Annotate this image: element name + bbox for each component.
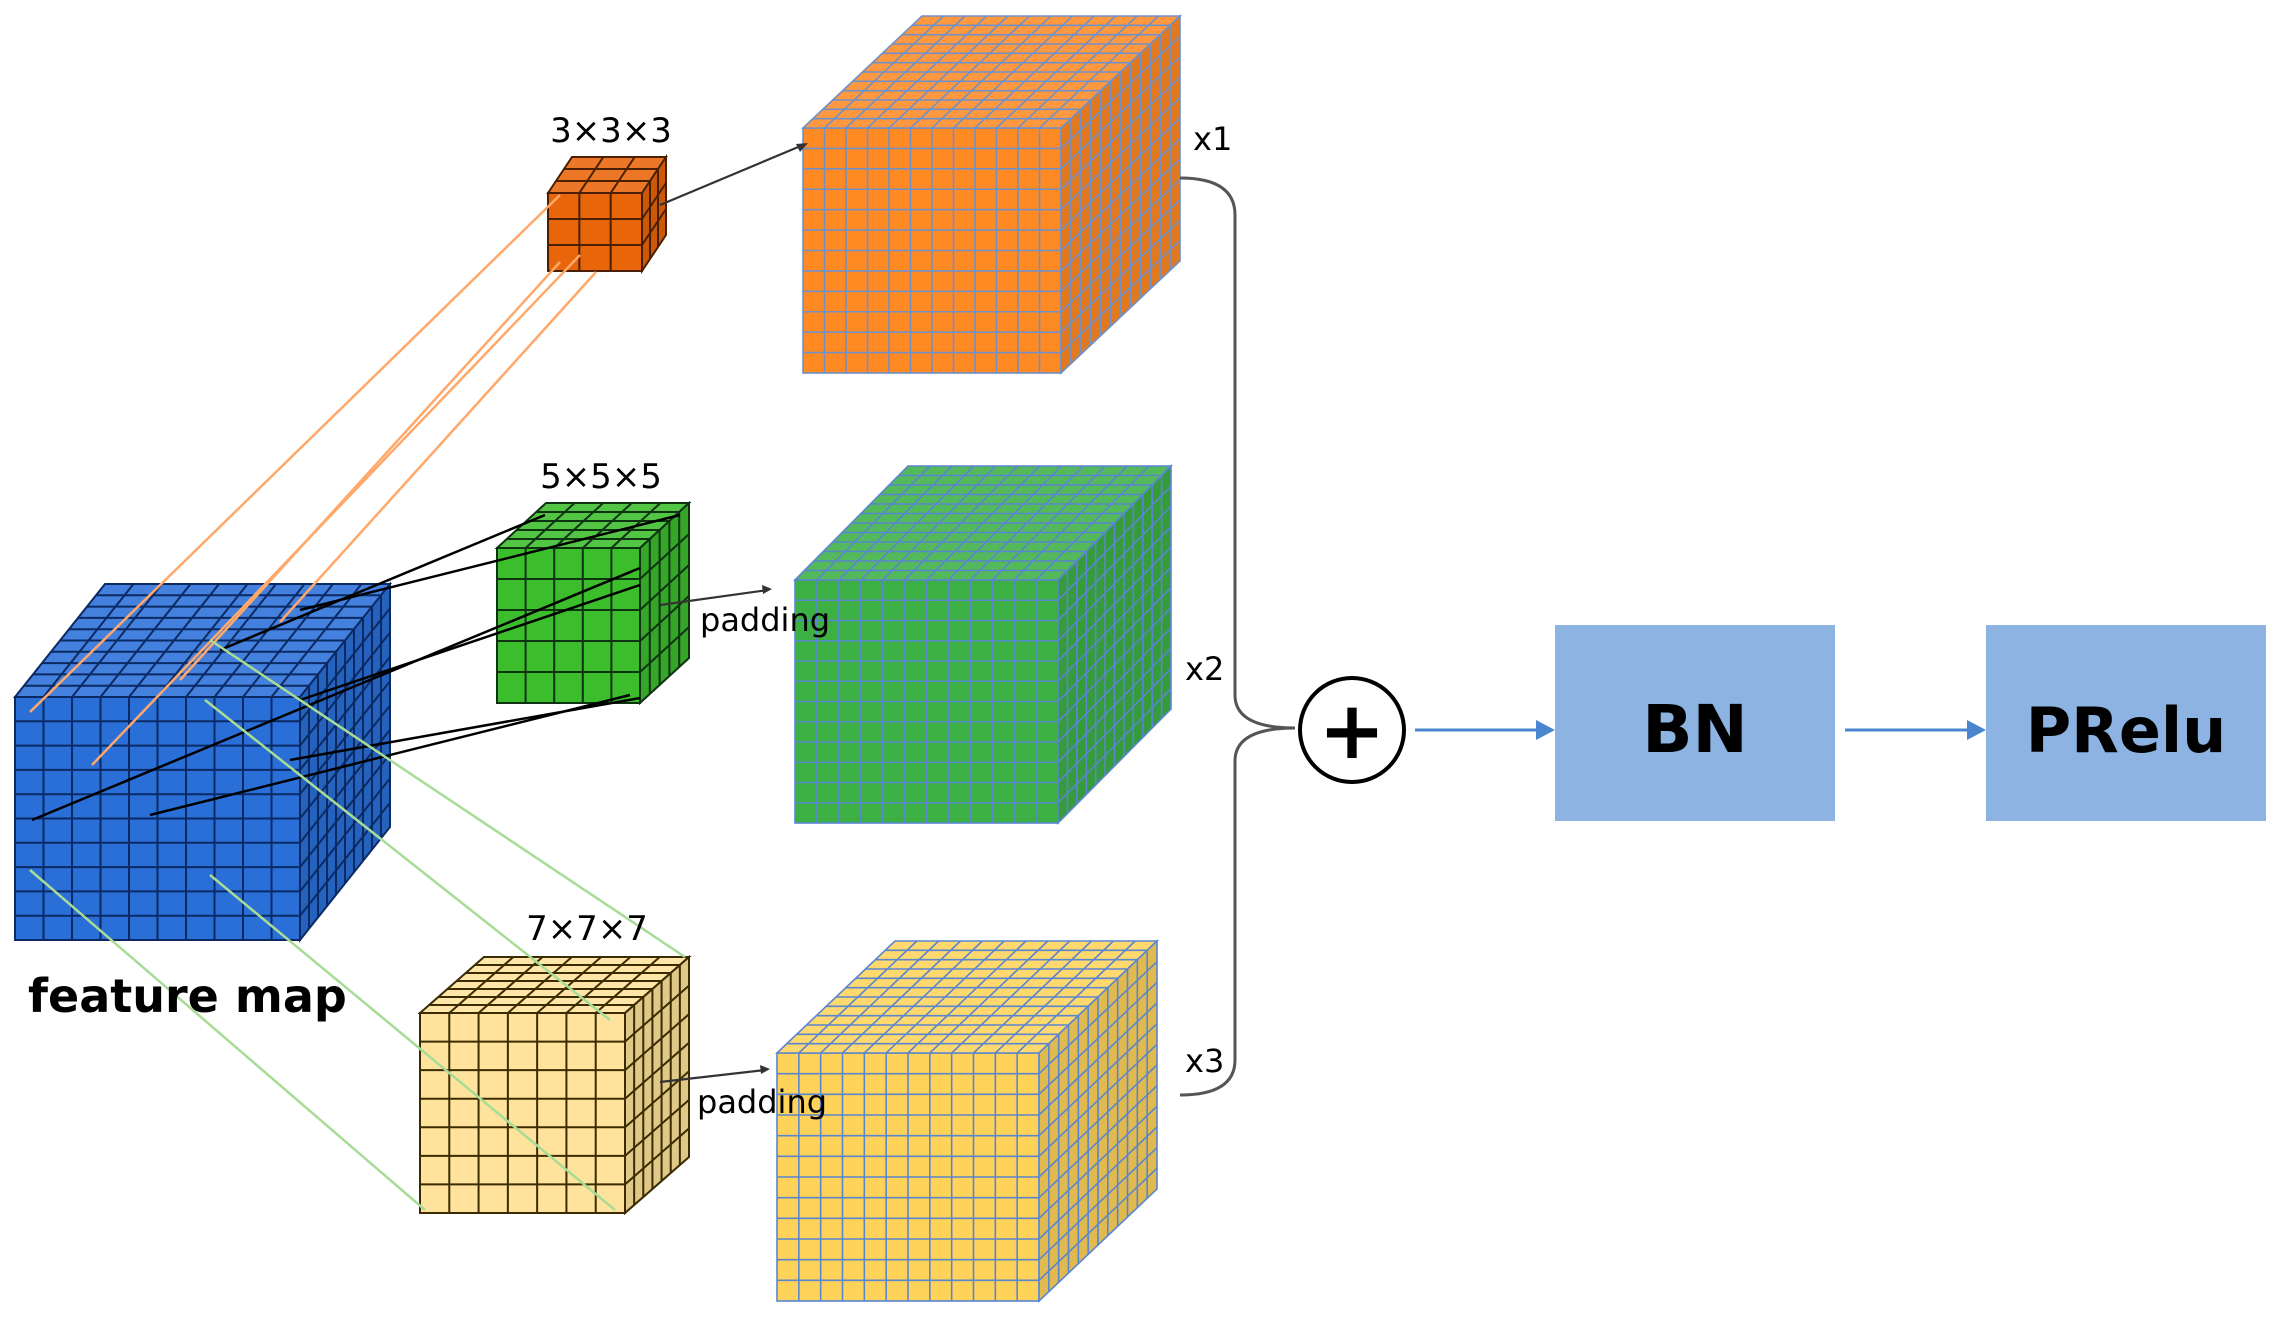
green-line-2 xyxy=(204,699,611,1021)
kernel-3-label: 3×3×3 xyxy=(550,111,672,151)
arrow-kernel3-to-output xyxy=(659,143,804,207)
green-line-1 xyxy=(209,638,686,959)
padding-label-1: padding xyxy=(700,601,830,639)
connection-lines xyxy=(29,143,808,1211)
plus-icon: + xyxy=(1318,684,1385,777)
black-line-3 xyxy=(299,583,641,702)
kernel-5-cube xyxy=(494,500,692,706)
arrowhead-kernel7 xyxy=(760,1065,770,1074)
kernel-7-cube xyxy=(417,954,692,1216)
prelu-box xyxy=(1986,625,2266,821)
arrowhead-sum-to-bn xyxy=(1536,720,1555,740)
orange-line-4 xyxy=(179,261,561,681)
output-cube-x1 xyxy=(800,14,1183,375)
arrowhead-kernel3 xyxy=(796,143,808,152)
sum-node xyxy=(1298,676,1406,784)
padding-label-2: padding xyxy=(697,1083,827,1121)
prelu-label: PRelu xyxy=(2026,694,2227,767)
output-cube-x2 xyxy=(793,464,1173,825)
output-cube-x3 xyxy=(774,939,1160,1303)
orange-line-1 xyxy=(29,194,561,713)
bn-label: BN xyxy=(1642,691,1748,768)
arrow-kernel7-to-output xyxy=(659,1068,766,1084)
arrowhead-kernel5 xyxy=(762,585,772,594)
green-line-4 xyxy=(209,874,616,1211)
x2-label: x2 xyxy=(1185,650,1224,688)
feature-map-label: feature map xyxy=(28,969,347,1023)
kernel-3-cube xyxy=(546,153,668,275)
black-line-2 xyxy=(299,513,681,612)
arrowhead-bn-to-prelu xyxy=(1967,720,1986,740)
arrow-kernel5-to-output xyxy=(659,588,769,607)
x3-label: x3 xyxy=(1185,1042,1224,1080)
kernel-5-label: 5×5×5 xyxy=(540,457,662,497)
bn-box xyxy=(1555,625,1835,821)
green-line-3 xyxy=(29,869,426,1211)
kernel-7-label: 7×7×7 xyxy=(526,909,648,949)
feature-map-cube xyxy=(12,581,393,943)
cubes-layer xyxy=(12,14,1183,1303)
black-line-6 xyxy=(289,696,641,762)
merge-brace xyxy=(1179,176,1296,1097)
x1-label: x1 xyxy=(1193,120,1232,158)
black-line-1 xyxy=(219,513,546,652)
orange-line-3 xyxy=(279,271,597,623)
black-line-4 xyxy=(31,566,641,822)
